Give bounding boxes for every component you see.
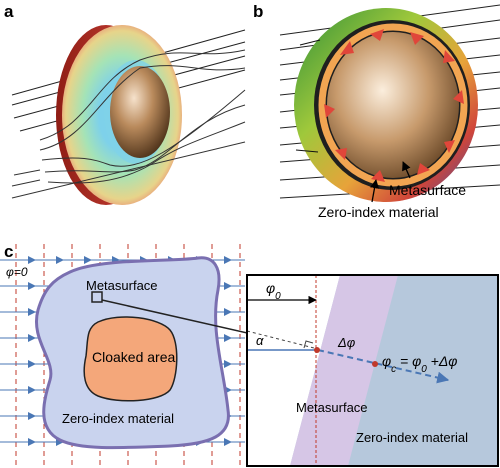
inset-phi0-label: φ (266, 280, 275, 296)
panel-c: c (0, 242, 319, 468)
panel-c-cloaked-area (83, 316, 178, 402)
panel-a-letter: a (4, 2, 14, 21)
panel-a-shell (56, 25, 182, 205)
inset-transmitted-wave (317, 349, 450, 384)
inset-delta-phi-label: Δφ (337, 335, 356, 350)
svg-text:φ0: φ0 (266, 280, 281, 302)
panel-b-metasurface-ring (318, 23, 468, 187)
panel-b: b (253, 2, 500, 220)
panel-b-metasurface-label: Metasurface (389, 182, 466, 198)
panel-b-metasurface-arrows (324, 29, 464, 182)
panel-a-field-lines (11, 49, 246, 199)
inset-frame (246, 274, 499, 467)
panel-c-zoom-square (91, 291, 103, 303)
panel-c-cloaked-area-label: Cloaked area (92, 349, 175, 365)
panel-b-letter: b (253, 2, 263, 21)
panel-b-annotation-arrows (370, 161, 411, 203)
panel-b-zero-index-label: Zero-index material (318, 204, 439, 220)
panel-a: a (4, 2, 246, 205)
panel-c-zero-index-label: Zero-index material (62, 411, 174, 426)
panel-c-inset: φ0 α Δφ φc = φ0 +Δφ Metasurface Zero-ind… (246, 274, 499, 467)
panel-c-letter: c (4, 242, 13, 261)
panel-c-metasurface-label: Metasurface (86, 278, 158, 293)
inset-alpha-label: α (256, 333, 264, 348)
panel-b-sphere (327, 32, 459, 178)
panel-a-sphere (110, 66, 170, 158)
inset-zero-index-label: Zero-index material (356, 430, 468, 445)
inset-phic-equation: φc = φ0 +Δφ (382, 353, 457, 375)
inset-metasurface-strip (290, 275, 398, 466)
panel-b-cloak (294, 8, 478, 202)
panel-c-phi-zero-label: φ=0 (6, 265, 28, 279)
inset-metasurface-label: Metasurface (296, 400, 368, 415)
